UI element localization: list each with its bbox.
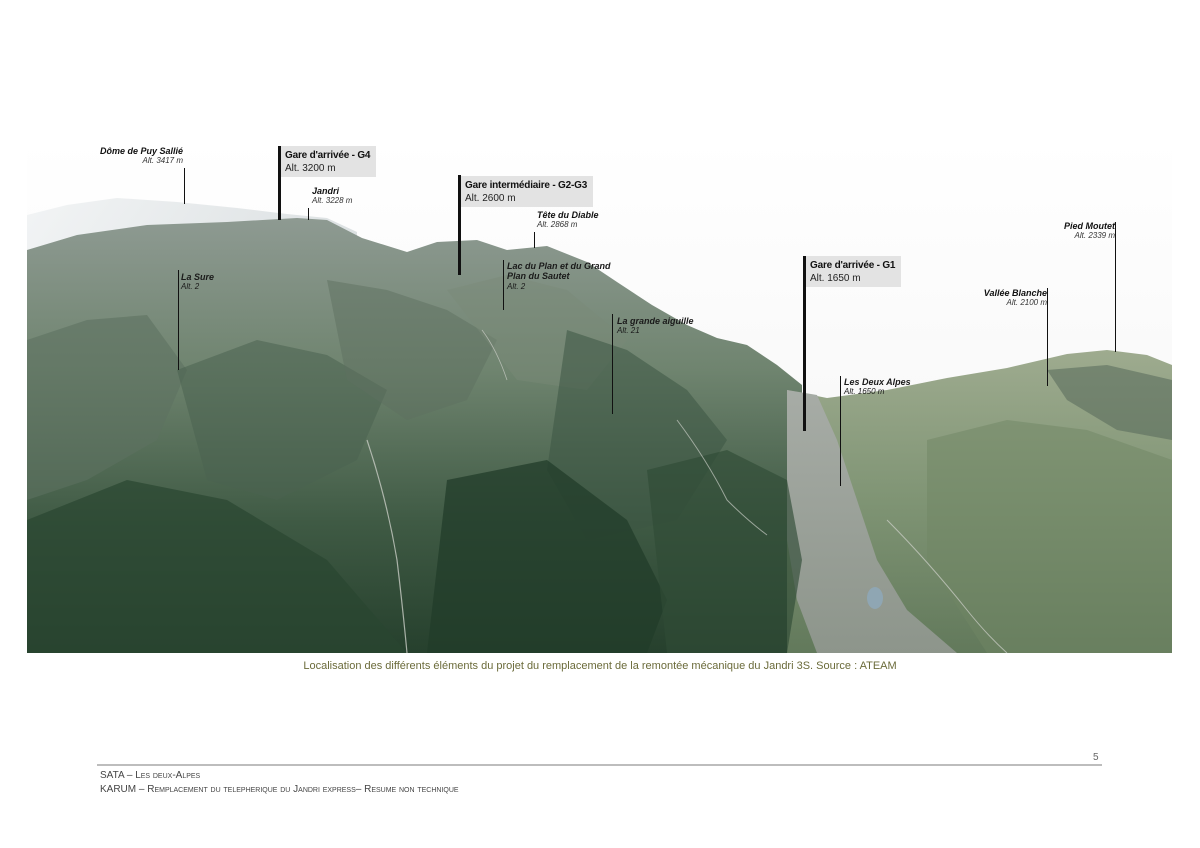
page-number: 5 [1093, 752, 1099, 763]
label-jandri: Jandri Alt. 3228 m [312, 186, 352, 206]
label-vallee-blanche: Vallée Blanche Alt. 2100 m [984, 288, 1047, 308]
station-g1-alt: Alt. 1650 m [810, 273, 861, 284]
station-g2g3-alt: Alt. 2600 m [465, 193, 516, 204]
label-pied-moutet: Pied Moutet Alt. 2339 m [1064, 221, 1115, 241]
label-la-sure: La Sure Alt. 2 [181, 272, 214, 292]
pole-puy-sallie [184, 168, 185, 204]
footer-line-2-prefix: KARUM – [100, 784, 148, 795]
footer-line-1-prefix: SATA – [100, 770, 136, 781]
label-jandri-name: Jandri [312, 186, 340, 196]
pole-g1 [803, 256, 806, 431]
label-deux-alpes: Les Deux Alpes Alt. 1650 m [844, 377, 911, 397]
label-lac-plan-name2: Plan du Sautet [507, 271, 570, 282]
label-tete-diable: Tête du Diable Alt. 2868 m [537, 210, 599, 230]
label-lac-plan-alt: Alt. 2 [507, 281, 526, 291]
pole-deux-alpes [840, 376, 841, 486]
station-g2g3-name: Gare intermédiaire - G2-G3 [465, 180, 588, 191]
pole-la-sure [178, 270, 179, 370]
label-lac-plan: Lac du Plan et du Grand Plan du Sautet A… [507, 261, 611, 291]
footer-line-1-text: Les deux-Alpes [135, 770, 201, 781]
label-deux-alpes-alt: Alt. 1650 m [844, 387, 885, 397]
label-vallee-blanche-name: Vallée Blanche [983, 288, 1047, 298]
label-grande-aiguille: La grande aiguille Alt. 21 [617, 316, 694, 336]
label-puy-sallie-alt: Alt. 3417 m [142, 156, 183, 166]
label-tete-diable-name: Tête du Diable [537, 210, 599, 220]
label-lac-plan-name1: Lac du Plan et du Grand [507, 261, 611, 271]
pole-tete-diable [534, 232, 535, 248]
station-g1: Gare d'arrivée - G1 Alt. 1650 m [806, 256, 902, 287]
station-g4-alt: Alt. 3200 m [285, 163, 336, 174]
station-g1-name: Gare d'arrivée - G1 [810, 260, 896, 271]
pole-g2g3 [458, 175, 461, 275]
footer-divider [97, 764, 1102, 766]
label-la-sure-name: La Sure [181, 272, 215, 282]
label-puy-sallie: Dôme de Puy Sallié Alt. 3417 m [100, 146, 183, 166]
label-grande-aiguille-name: La grande aiguille [617, 316, 694, 326]
pole-jandri [308, 208, 309, 220]
label-vallee-blanche-alt: Alt. 2100 m [1006, 298, 1047, 308]
pole-lac-plan [503, 260, 504, 310]
station-g4: Gare d'arrivée - G4 Alt. 3200 m [281, 146, 377, 177]
figure-caption: Localisation des différents éléments du … [303, 660, 897, 672]
label-grande-aiguille-alt: Alt. 21 [617, 326, 640, 336]
label-deux-alpes-name: Les Deux Alpes [844, 377, 911, 387]
label-pied-moutet-name: Pied Moutet [1064, 221, 1115, 231]
pole-pied-moutet [1115, 222, 1116, 352]
label-puy-sallie-name: Dôme de Puy Sallié [99, 146, 183, 156]
station-g2g3: Gare intermédiaire - G2-G3 Alt. 2600 m [461, 176, 594, 207]
pole-vallee-blanche [1047, 288, 1048, 386]
label-la-sure-alt: Alt. 2 [181, 282, 200, 292]
pole-grande-aiguille [612, 314, 613, 414]
station-g4-name: Gare d'arrivée - G4 [285, 150, 371, 161]
label-jandri-alt: Alt. 3228 m [312, 196, 353, 206]
label-tete-diable-alt: Alt. 2868 m [537, 220, 578, 230]
footer-line-1: SATA – Les deux-Alpes [100, 770, 200, 781]
label-pied-moutet-alt: Alt. 2339 m [1074, 231, 1115, 241]
footer-line-2: KARUM – Remplacement du telepherique du … [100, 784, 459, 795]
aerial-terrain-image [27, 140, 1172, 653]
footer-line-2-text: Remplacement du telepherique du Jandri e… [147, 784, 459, 795]
pole-g4 [278, 146, 281, 220]
